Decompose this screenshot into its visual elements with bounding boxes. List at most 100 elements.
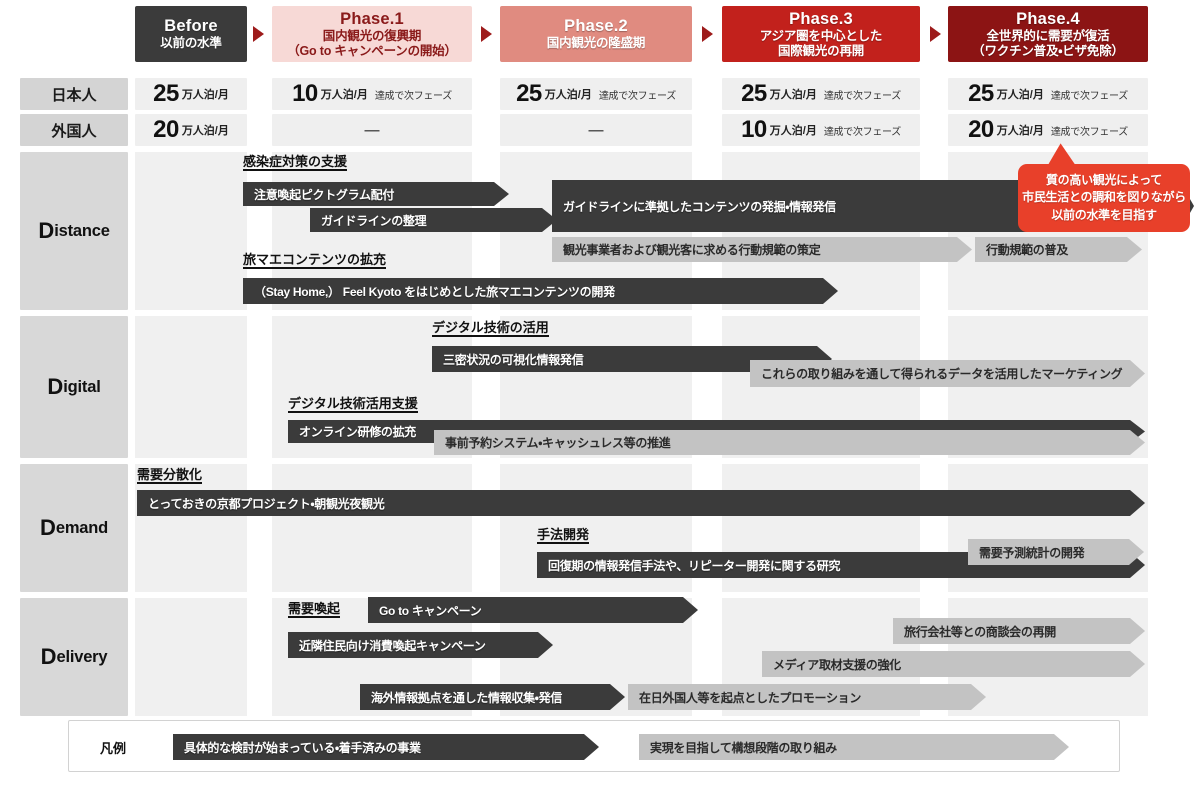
metric-note: 達成で次フェーズ bbox=[374, 90, 452, 102]
chevron-right-icon-1 bbox=[253, 26, 264, 42]
metric-cell-before: 25 万人泊/月 bbox=[135, 78, 247, 110]
heading-infection-support: 感染症対策の支援 bbox=[243, 153, 348, 172]
metric-row-japanese: 日本人 25 万人泊/月 10 万人泊/月 達成で次フェーズ 25 万人泊/月 … bbox=[0, 78, 1200, 110]
metric-value: 25 bbox=[968, 80, 994, 107]
chevron-right-icon-3 bbox=[702, 26, 713, 42]
legend: 凡例 具体的な検討が始まっている・着手済みの事業 実現を目指して構想段階の取り組… bbox=[68, 720, 1120, 772]
metric-cell-phase4: 20 万人泊/月 達成で次フェーズ bbox=[948, 114, 1148, 146]
phase-chip-phase3[interactable]: Phase.3 アジア圏を中心とした 国際観光の再開 bbox=[722, 6, 920, 62]
phase-subtitle-2: 国際観光の再開 bbox=[777, 43, 865, 58]
bar-stayhome-feelkyoto[interactable]: （Stay Home,） Feel Kyoto をはじめとした旅マエコンテンツの… bbox=[243, 278, 838, 304]
metric-value: 20 bbox=[968, 116, 994, 143]
phase-chip-phase1[interactable]: Phase.1 国内観光の復興期 （Go to キャンペーンの開始） bbox=[272, 6, 472, 62]
category-rest: istance bbox=[54, 221, 110, 240]
metric-value: 25 bbox=[516, 80, 542, 107]
column-band-before bbox=[135, 464, 247, 592]
metric-note: 達成で次フェーズ bbox=[823, 90, 901, 102]
callout-quality-tourism: 質の高い観光によって 市民生活との調和を図りながら 以前の水準を目指す bbox=[1018, 164, 1190, 232]
phase-subtitle-2: （Go to キャンペーンの開始） bbox=[287, 43, 457, 58]
metric-unit: 万人泊/月 bbox=[996, 89, 1044, 101]
legend-gray-label: 実現を目指して構想段階の取り組み bbox=[650, 740, 837, 755]
metric-row-label: 外国人 bbox=[20, 114, 128, 146]
metric-cell-phase4: 25 万人泊/月 達成で次フェーズ bbox=[948, 78, 1148, 110]
bar-code-of-conduct[interactable]: 観光事業者および観光客に求める行動規範の策定 bbox=[552, 237, 972, 262]
column-band-before bbox=[135, 152, 247, 310]
bar-reservation-cashless[interactable]: 事前予約システム・キャッシュレス等の推進 bbox=[434, 430, 1145, 455]
heading-demand-dispersion: 需要分散化 bbox=[137, 466, 203, 485]
legend-dark-label: 具体的な検討が始まっている・着手済みの事業 bbox=[184, 740, 421, 755]
phase-chip-phase2[interactable]: Phase.2 国内観光の隆盛期 bbox=[500, 6, 692, 62]
bar-label: （Stay Home,） Feel Kyoto をはじめとした旅マエコンテンツの… bbox=[254, 284, 615, 299]
bar-goto-campaign[interactable]: Go to キャンペーン bbox=[368, 597, 698, 623]
bar-data-marketing[interactable]: これらの取り組みを通して得られるデータを活用したマーケティング bbox=[750, 360, 1145, 387]
bar-label: これらの取り組みを通して得られるデータを活用したマーケティング bbox=[761, 367, 1123, 381]
bar-demand-forecast-stats[interactable]: 需要予測統計の開発 bbox=[968, 539, 1144, 565]
category-initial: D bbox=[40, 644, 57, 669]
heading-digital-use: デジタル技術の活用 bbox=[432, 319, 549, 338]
heading-travel-content: 旅マエコンテンツの拡充 bbox=[243, 251, 387, 270]
column-band-phase1 bbox=[272, 464, 472, 592]
metric-row-foreign: 外国人 20 万人泊/月 — — 10 万人泊/月 達成で次フェーズ 20 万人… bbox=[0, 114, 1200, 146]
metric-row-label: 日本人 bbox=[20, 78, 128, 110]
legend-title: 凡例 bbox=[99, 740, 126, 756]
bar-label: 三密状況の可視化情報発信 bbox=[443, 352, 584, 367]
metric-cell-phase1: — bbox=[272, 114, 472, 146]
legend-swatch-dark: 具体的な検討が始まっている・着手済みの事業 bbox=[173, 734, 599, 760]
bar-label: 行動規範の普及 bbox=[986, 243, 1068, 257]
category-initial: D bbox=[39, 515, 56, 540]
metric-unit: 万人泊/月 bbox=[181, 89, 229, 101]
chevron-right-icon-2 bbox=[481, 26, 492, 42]
metric-value: 10 bbox=[292, 80, 318, 107]
phase-chip-phase4[interactable]: Phase.4 全世界的に需要が復活 （ワクチン普及・ビザ免除） bbox=[948, 6, 1148, 62]
category-rest: emand bbox=[55, 518, 109, 537]
callout-tail-icon bbox=[1048, 142, 1081, 168]
phase-subtitle-1: 全世界的に需要が復活 bbox=[986, 28, 1110, 43]
category-rest: elivery bbox=[56, 647, 108, 666]
metric-unit: 万人泊/月 bbox=[320, 89, 368, 101]
bar-guideline-organization[interactable]: ガイドラインの整理 bbox=[310, 208, 557, 232]
bar-label: 注意喚起ピクトグラム配付 bbox=[254, 187, 395, 202]
metric-cell-phase2: 25 万人泊/月 達成で次フェーズ bbox=[500, 78, 692, 110]
metric-cell-before: 20 万人泊/月 bbox=[135, 114, 247, 146]
metric-note: 達成で次フェーズ bbox=[598, 90, 676, 102]
phase-subtitle-1: アジア圏を中心とした bbox=[759, 28, 883, 43]
bar-foreign-resident-promo[interactable]: 在日外国人等を起点としたプロモーション bbox=[628, 684, 986, 710]
callout-line-1: 質の高い観光によって bbox=[1045, 172, 1163, 187]
bar-label: 観光事業者および観光客に求める行動規範の策定 bbox=[563, 243, 821, 257]
bar-label: 海外情報拠点を通した情報収集・発信 bbox=[371, 690, 562, 705]
bar-kyoto-project[interactable]: とっておきの京都プロジェクト・朝観光夜観光 bbox=[137, 490, 1145, 516]
column-band-before bbox=[135, 598, 247, 716]
metric-value: 20 bbox=[153, 116, 179, 143]
phase-title: Before bbox=[164, 16, 218, 35]
bar-label: 旅行会社等との商談会の再開 bbox=[904, 624, 1056, 639]
bar-label: Go to キャンペーン bbox=[379, 603, 482, 618]
metric-cell-phase1: 10 万人泊/月 達成で次フェーズ bbox=[272, 78, 472, 110]
phase-subtitle-2: （ワクチン普及・ビザ免除） bbox=[972, 43, 1124, 58]
legend-swatch-gray: 実現を目指して構想段階の取り組み bbox=[639, 734, 1069, 760]
category-initial: D bbox=[38, 218, 55, 243]
metric-unit: 万人泊/月 bbox=[769, 89, 817, 101]
bar-travel-agency-meeting[interactable]: 旅行会社等との商談会の再開 bbox=[893, 618, 1145, 644]
bar-label: 需要予測統計の開発 bbox=[979, 545, 1085, 560]
phase-title: Phase.2 bbox=[564, 16, 628, 35]
bar-media-support[interactable]: メディア取材支援の強化 bbox=[762, 651, 1145, 677]
metric-value: 25 bbox=[153, 80, 179, 107]
bar-code-spread[interactable]: 行動規範の普及 bbox=[975, 237, 1142, 262]
heading-digital-support: デジタル技術活用支援 bbox=[288, 395, 418, 414]
phase-chip-before[interactable]: Before 以前の水準 bbox=[135, 6, 247, 62]
metric-value: 25 bbox=[741, 80, 767, 107]
heading-method-development: 手法開発 bbox=[537, 526, 590, 545]
phase-title: Phase.4 bbox=[1016, 9, 1080, 28]
bar-pictogram[interactable]: 注意喚起ピクトグラム配付 bbox=[243, 182, 509, 206]
metric-unit: 万人泊/月 bbox=[996, 125, 1044, 137]
bar-overseas-info-hub[interactable]: 海外情報拠点を通した情報収集・発信 bbox=[360, 684, 625, 710]
metric-value: 10 bbox=[741, 116, 767, 143]
bar-label: オンライン研修の拡充 bbox=[299, 425, 417, 439]
column-band-before bbox=[135, 316, 247, 458]
bar-label: 回復期の情報発信手法や、リピーター開発に関する研究 bbox=[548, 558, 841, 573]
bar-local-resident-campaign[interactable]: 近隣住民向け消費喚起キャンペーン bbox=[288, 632, 553, 658]
